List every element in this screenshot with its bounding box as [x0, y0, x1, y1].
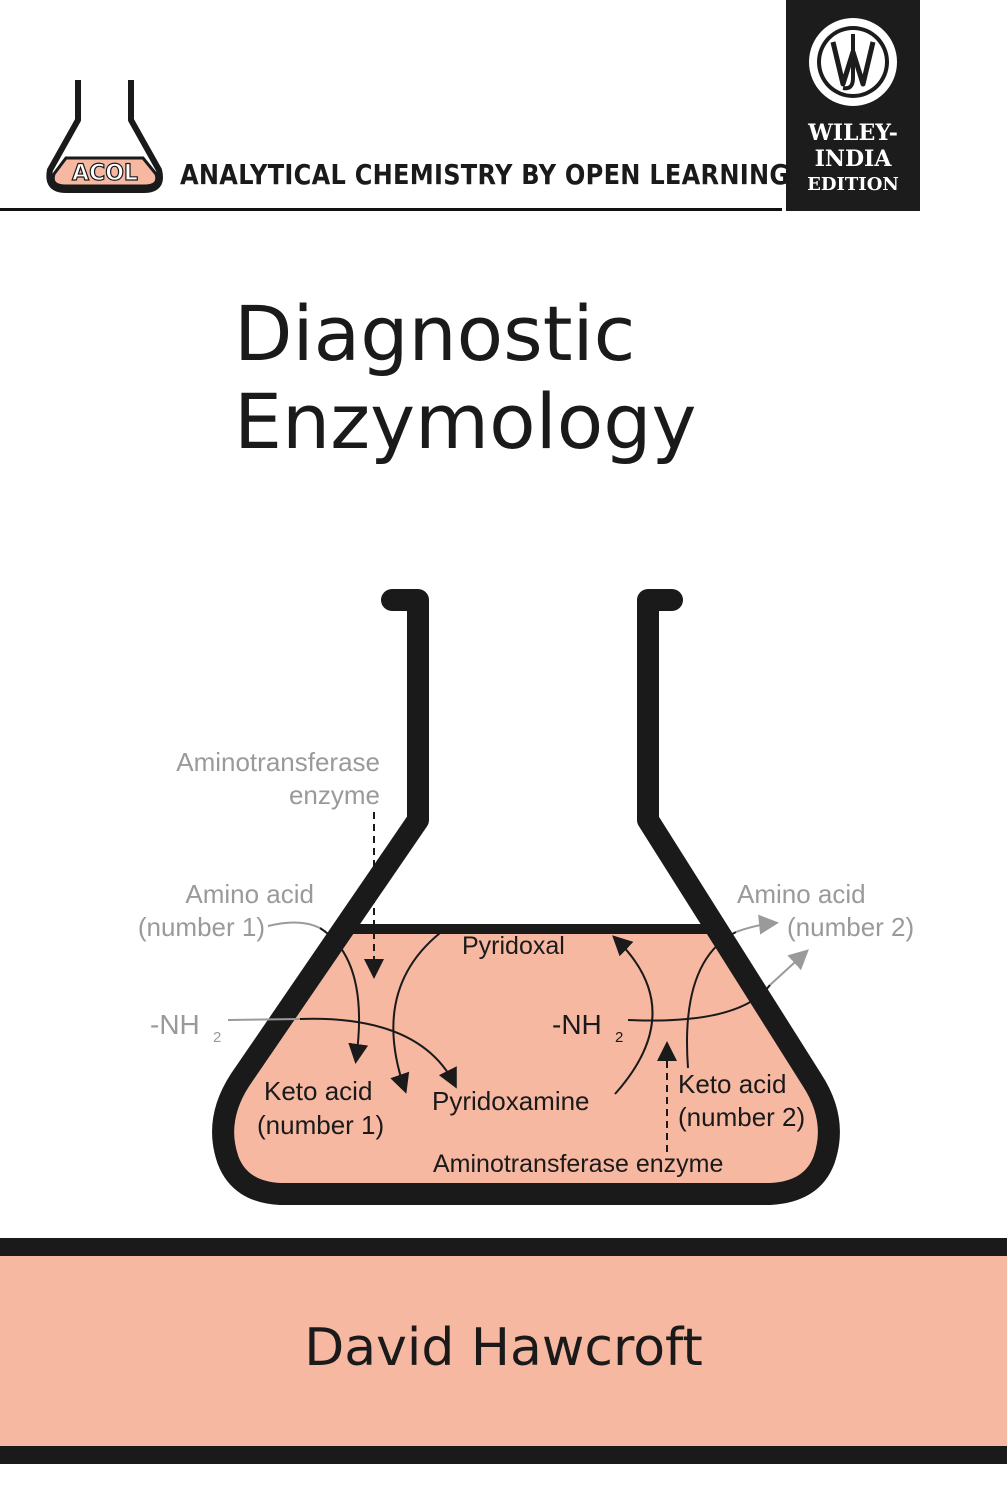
book-title-line-2: Enzymology	[234, 377, 697, 466]
label-enzyme-bottom: Aminotransferase enzyme	[433, 1150, 723, 1178]
flask-liquid	[223, 929, 833, 1190]
author-band-bottom-rule	[0, 1446, 1007, 1464]
book-title-line-1: Diagnostic	[234, 289, 636, 378]
publisher-line-1: WILEY-	[808, 120, 898, 146]
label-keto-acid-1-line-1: Keto acid	[264, 1076, 372, 1106]
acol-logo-text: ACOL	[72, 161, 138, 186]
label-amino-acid-1-line-1: Amino acid	[185, 879, 314, 909]
series-title: ANALYTICAL CHEMISTRY BY OPEN LEARNING	[180, 158, 790, 191]
label-enzyme-top-2: enzyme	[289, 780, 380, 810]
label-nh2-left: -NH	[150, 1009, 200, 1040]
acol-logo: ACOL	[46, 80, 163, 193]
label-amino-acid-1-line-2: (number 1)	[138, 912, 265, 942]
publisher-line-2: INDIA	[814, 146, 892, 172]
author-band-top-rule	[0, 1238, 1007, 1256]
reaction-arrows	[227, 812, 809, 1152]
label-amino-acid-2-line-1: Amino acid	[737, 879, 866, 909]
wiley-emblem-icon	[809, 18, 897, 106]
publisher-badge: WILEY- INDIA EDITION	[786, 0, 920, 211]
label-nh2-left-sub: 2	[213, 1029, 221, 1046]
label-amino-acid-2-line-2: (number 2)	[787, 912, 914, 942]
flask-diagram: Aminotransferase enzyme Amino acid (numb…	[138, 589, 914, 1205]
flask-outline	[212, 589, 840, 1205]
label-nh2-right: -NH	[552, 1009, 602, 1040]
series-rule	[0, 208, 782, 211]
label-keto-acid-2-line-2: (number 2)	[678, 1102, 805, 1132]
book-title: Diagnostic Enzymology	[234, 290, 696, 466]
label-pyridoxamine: Pyridoxamine	[432, 1086, 590, 1116]
label-enzyme-top-1: Aminotransferase	[176, 747, 380, 777]
author-band	[0, 1256, 1007, 1446]
author-name: David Hawcroft	[304, 1318, 703, 1378]
label-keto-acid-1-line-2: (number 1)	[257, 1110, 384, 1140]
publisher-line-3: EDITION	[807, 174, 899, 195]
label-pyridoxal: Pyridoxal	[462, 932, 565, 960]
label-keto-acid-2-line-1: Keto acid	[678, 1069, 786, 1099]
label-nh2-right-sub: 2	[615, 1029, 623, 1046]
